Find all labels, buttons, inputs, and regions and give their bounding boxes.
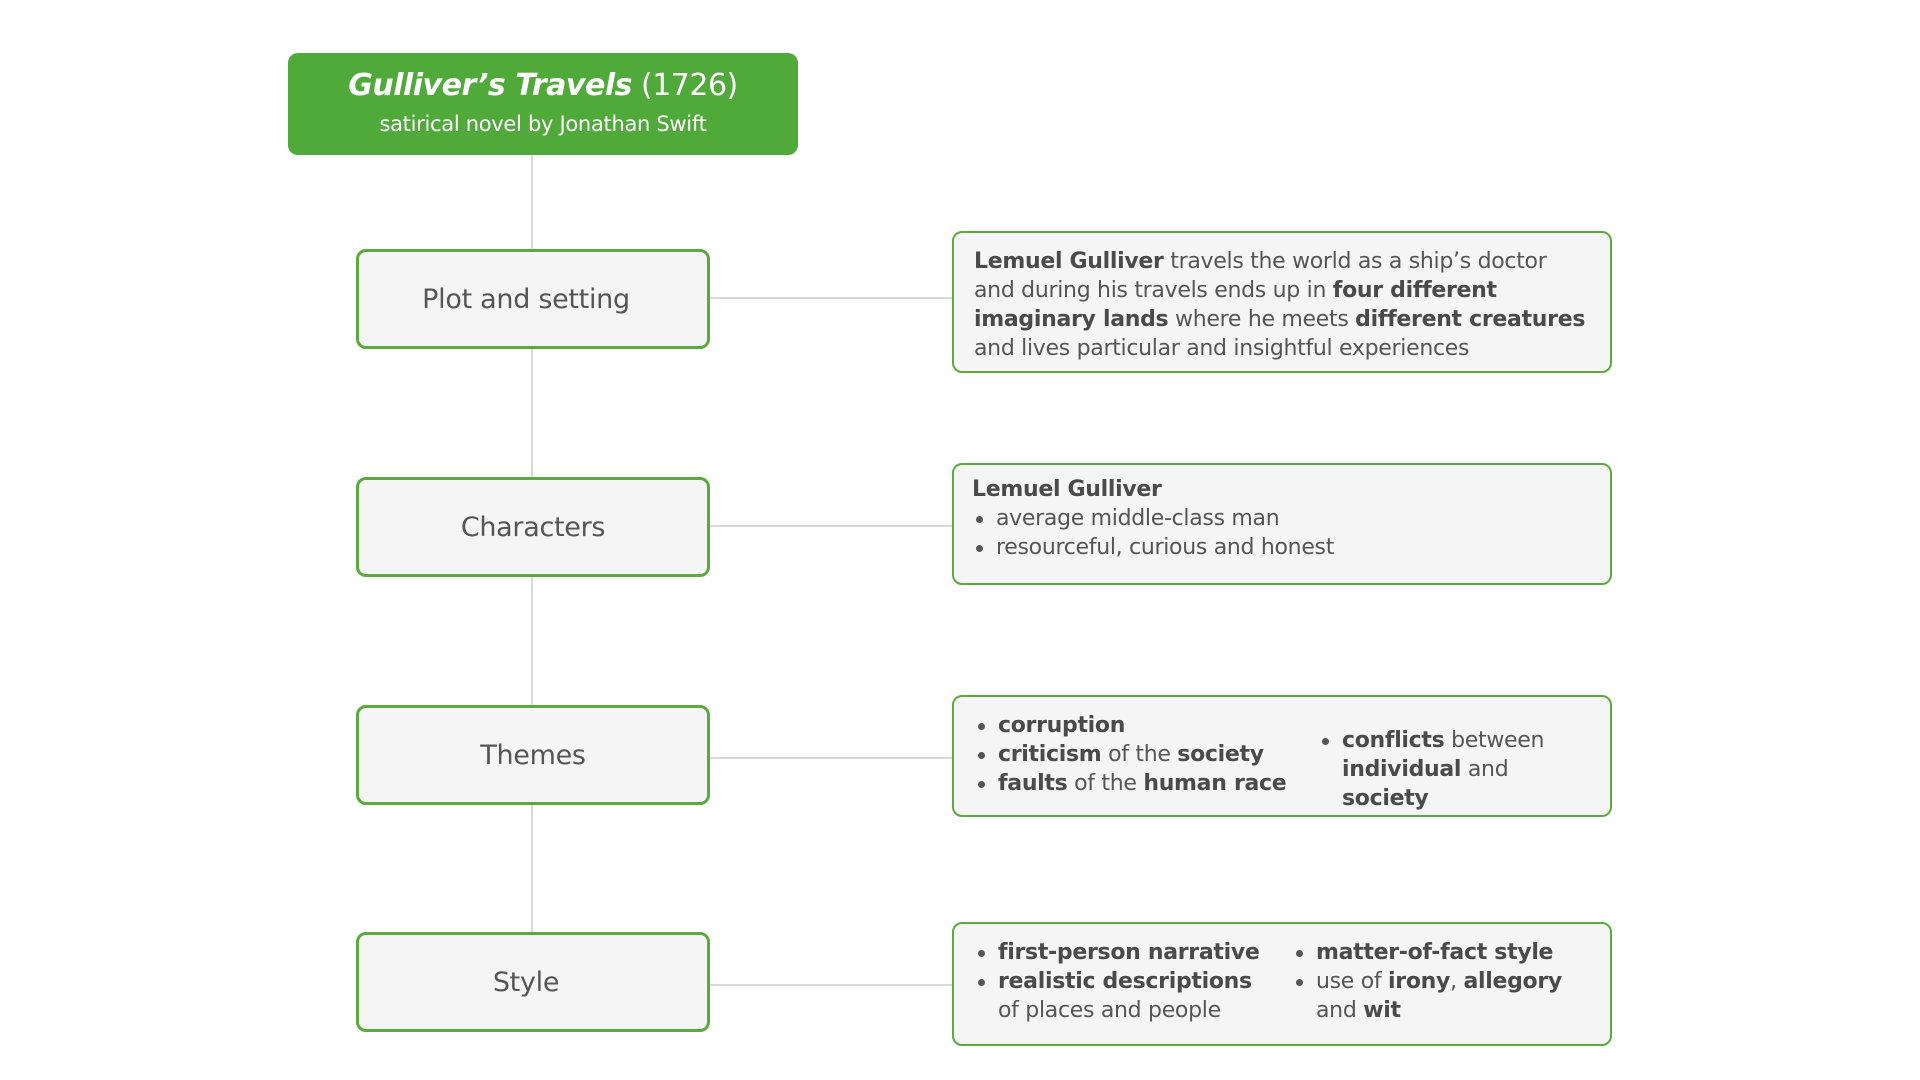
style-list-right: matter-of-fact style use of irony, alleg… <box>1292 938 1592 1025</box>
category-plot[interactable]: Plot and setting <box>356 249 710 349</box>
book-subtitle: satirical novel by Jonathan Swift <box>379 112 707 136</box>
themes-detail-box: corruption criticism of the society faul… <box>952 695 1612 817</box>
category-style[interactable]: Style <box>356 932 710 1032</box>
character-name: Lemuel Gulliver <box>972 477 1162 502</box>
style-detail-box: first-person narrative realistic descrip… <box>952 922 1612 1046</box>
plot-connector <box>710 297 952 299</box>
themes-connector <box>710 757 952 759</box>
theme-society-2: society <box>1342 786 1429 811</box>
theme-text: of the <box>1101 742 1178 767</box>
category-characters-label: Characters <box>460 511 606 543</box>
plot-text-1: Lemuel Gulliver <box>974 249 1164 274</box>
character-traits: average middle-class man resourceful, cu… <box>954 504 1610 562</box>
style-item: realistic descriptions of places and peo… <box>974 967 1264 1025</box>
style-text: use of <box>1316 969 1389 994</box>
style-connector <box>710 984 952 986</box>
title-box: Gulliver’s Travels (1726) satirical nove… <box>288 53 798 155</box>
theme-human-race: human race <box>1143 771 1287 796</box>
characters-connector <box>710 525 952 527</box>
theme-corruption: corruption <box>998 713 1126 738</box>
theme-individual: individual <box>1342 757 1462 782</box>
title-line: Gulliver’s Travels (1726) <box>288 65 798 107</box>
style-realistic: realistic descriptions <box>998 969 1252 994</box>
theme-item: criticism of the society <box>974 740 1286 769</box>
style-item: use of irony, allegory and wit <box>1292 967 1592 1025</box>
theme-society: society <box>1177 742 1264 767</box>
themes-list-left: corruption criticism of the society faul… <box>974 711 1287 798</box>
plot-text-6: and lives particular and insightful expe… <box>974 336 1470 361</box>
style-item: first-person narrative <box>974 938 1264 967</box>
book-title: Gulliver’s Travels <box>348 68 632 103</box>
book-year: (1726) <box>641 68 738 103</box>
theme-item: faults of the human race <box>974 769 1287 798</box>
theme-item: corruption <box>974 711 1286 740</box>
theme-item: conflicts between individual and society <box>1318 726 1588 813</box>
category-themes[interactable]: Themes <box>356 705 710 805</box>
category-style-label: Style <box>492 966 560 998</box>
style-first-person: first-person narrative <box>998 940 1260 965</box>
theme-text: and <box>1461 757 1509 782</box>
style-text: of places and people <box>998 998 1221 1023</box>
plot-detail-text: Lemuel Gulliver travels the world as a s… <box>954 233 1610 363</box>
character-trait: average middle-class man <box>972 504 1592 533</box>
style-matter-of-fact: matter-of-fact style <box>1316 940 1554 965</box>
plot-detail-box: Lemuel Gulliver travels the world as a s… <box>952 231 1612 373</box>
plot-text-2: travels the world as a ship’s doctor and… <box>974 249 1547 303</box>
characters-detail-box: Lemuel Gulliver average middle-class man… <box>952 463 1612 585</box>
theme-text: of the <box>1067 771 1144 796</box>
style-irony: irony <box>1388 969 1451 994</box>
character-trait: resourceful, curious and honest <box>972 533 1592 562</box>
style-text: and <box>1316 998 1364 1023</box>
plot-text-4: where he meets <box>1168 307 1356 332</box>
style-allegory: allegory <box>1463 969 1562 994</box>
style-text: , <box>1450 969 1464 994</box>
style-list-left: first-person narrative realistic descrip… <box>974 938 1264 1025</box>
category-plot-label: Plot and setting <box>422 283 630 315</box>
style-wit: wit <box>1363 998 1401 1023</box>
plot-text-3: four different imaginary lands <box>974 278 1497 332</box>
category-characters[interactable]: Characters <box>356 477 710 577</box>
theme-text: between <box>1444 728 1545 753</box>
plot-text-5: different creatures <box>1355 307 1586 332</box>
theme-criticism: criticism <box>998 742 1102 767</box>
theme-faults: faults <box>998 771 1068 796</box>
theme-conflicts: conflicts <box>1342 728 1445 753</box>
category-themes-label: Themes <box>480 739 586 771</box>
style-item: matter-of-fact style <box>1292 938 1592 967</box>
themes-list-right: conflicts between individual and society <box>1318 726 1588 813</box>
